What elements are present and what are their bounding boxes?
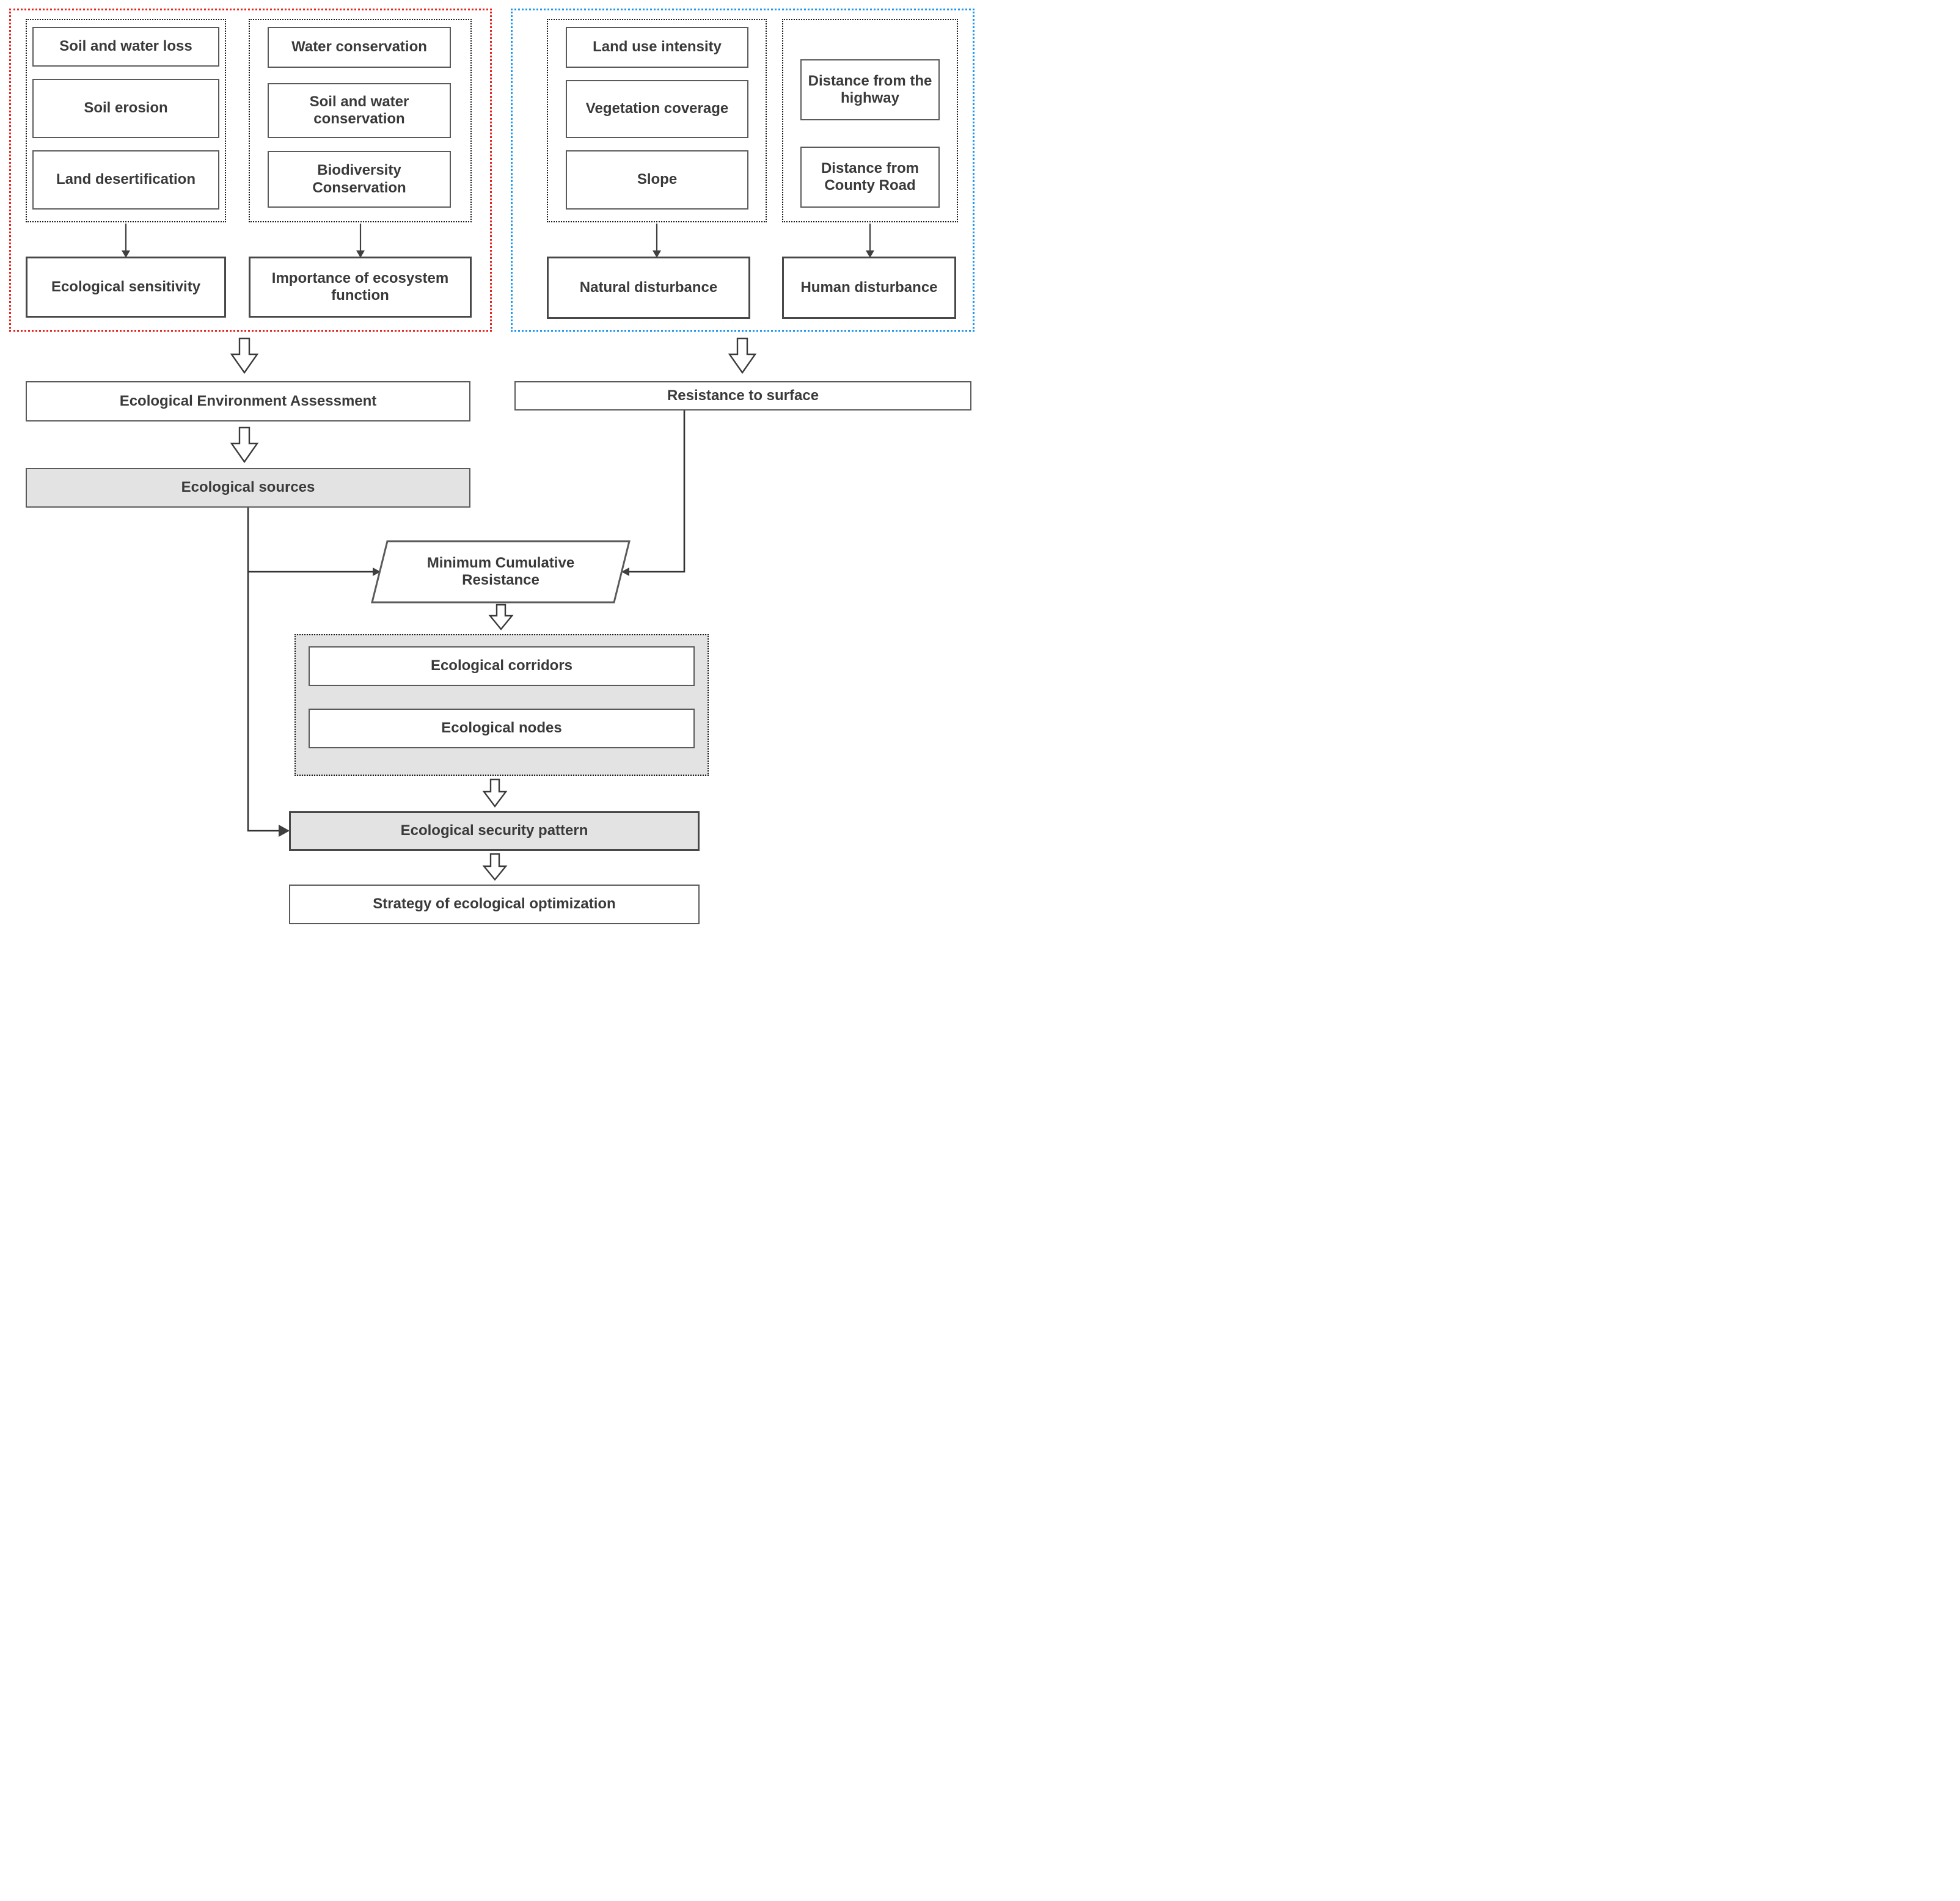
box-ecological-nodes: Ecological nodes <box>309 709 695 748</box>
group-natural-factors <box>547 19 767 222</box>
box-soil-and-water-loss: Soil and water loss <box>32 27 219 67</box>
resistance-connector-line <box>621 410 686 576</box>
box-distance-from-highway: Distance from the highway <box>800 59 940 120</box>
frame-resistance-factors <box>511 9 975 332</box>
box-land-desertification: Land desertification <box>32 150 219 210</box>
group-human-factors <box>782 19 958 222</box>
box-resistance-to-surface: Resistance to surface <box>514 381 971 410</box>
box-water-conservation: Water conservation <box>268 27 451 68</box>
box-ecological-security-pattern: Ecological security pattern <box>289 811 700 851</box>
box-vegetation-coverage: Vegetation coverage <box>566 80 748 138</box>
box-natural-disturbance: Natural disturbance <box>547 257 750 319</box>
box-ecological-sensitivity: Ecological sensitivity <box>26 257 226 318</box>
hollow-down-arrow-icon <box>482 778 508 808</box>
label-minimum-cumulative-resistance: Minimum Cumulative Resistance <box>426 554 575 588</box>
hollow-down-arrow-icon <box>488 604 514 630</box>
box-human-disturbance: Human disturbance <box>782 257 956 319</box>
box-slope: Slope <box>566 150 748 210</box>
box-ecological-environment-assessment: Ecological Environment Assessment <box>26 381 470 421</box>
hollow-down-arrow-icon <box>230 426 259 464</box>
box-ecological-sources: Ecological sources <box>26 468 470 508</box>
group-function-factors <box>249 19 472 222</box>
box-distance-from-county-road: Distance from County Road <box>800 147 940 208</box>
box-ecological-corridors: Ecological corridors <box>309 646 695 686</box>
box-importance-of-ecosystem-function: Importance of ecosystem function <box>249 257 472 318</box>
group-sensitivity-factors <box>26 19 226 222</box>
hollow-down-arrow-icon <box>230 337 259 374</box>
box-land-use-intensity: Land use intensity <box>566 27 748 68</box>
hollow-down-arrow-icon <box>728 337 757 374</box>
box-soil-and-water-conservation: Soil and water conservation <box>268 83 451 138</box>
flowchart-ecological-security-pattern: Soil and water loss Soil erosion Land de… <box>0 0 980 950</box>
box-biodiversity-conservation: Biodiversity Conservation <box>268 151 451 208</box>
frame-ecological-assessment <box>9 9 492 332</box>
box-soil-erosion: Soil erosion <box>32 79 219 138</box>
box-strategy-of-ecological-optimization: Strategy of ecological optimization <box>289 885 700 924</box>
hollow-down-arrow-icon <box>482 853 508 881</box>
